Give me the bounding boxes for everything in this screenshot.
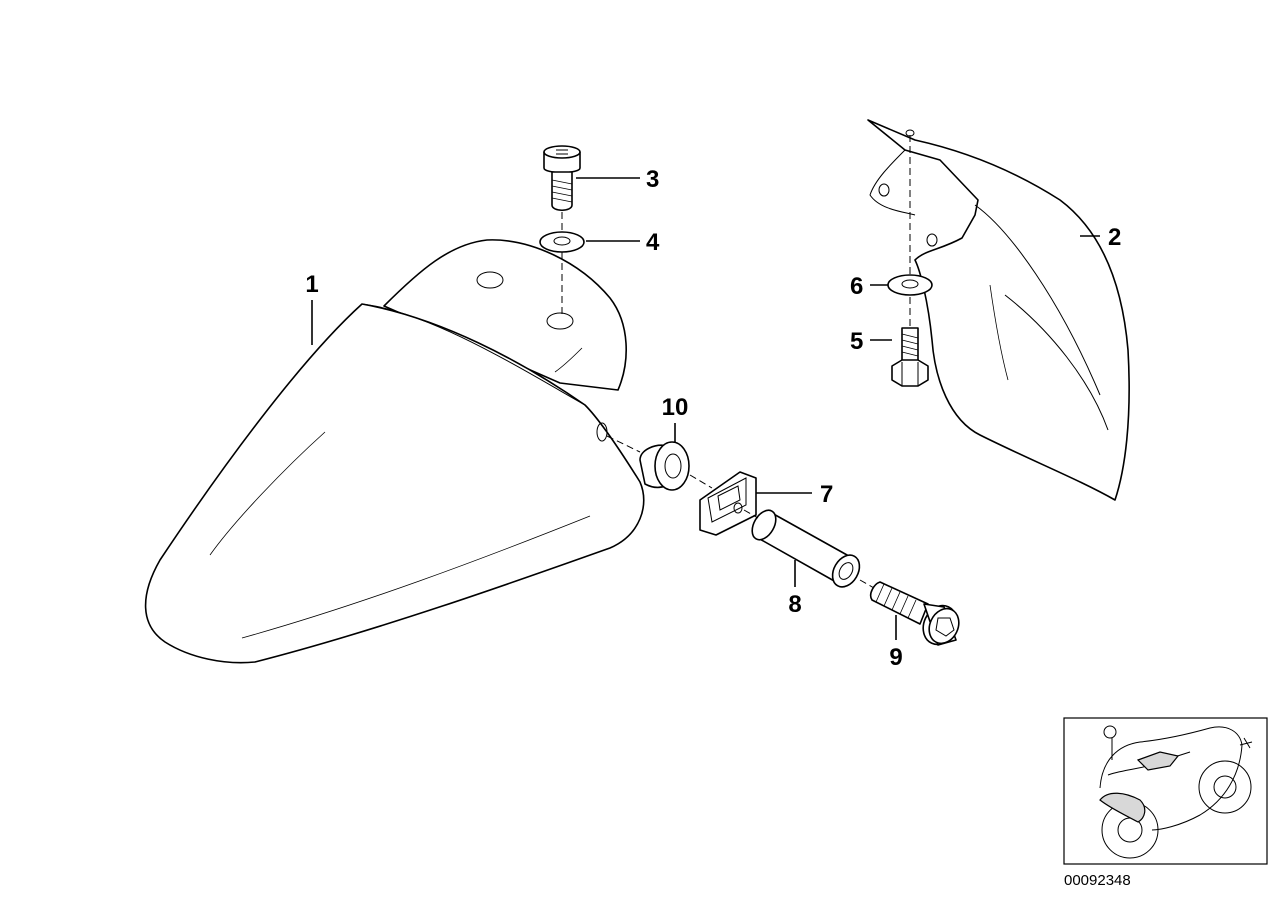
cap-screw-top-part <box>543 145 581 212</box>
callout-7: 7 <box>820 481 833 508</box>
callout-8: 8 <box>788 591 801 618</box>
callout-5: 5 <box>850 328 863 355</box>
leader-lines <box>311 177 1100 640</box>
splash-guard-part <box>867 119 1130 501</box>
callout-2: 2 <box>1108 224 1121 251</box>
callout-9: 9 <box>889 644 902 671</box>
cap-screw-right-part <box>869 581 960 646</box>
washer-right-part <box>887 274 933 296</box>
callout-1: 1 <box>305 271 318 298</box>
front-fender-part <box>144 239 645 664</box>
spacer-sleeve-part <box>751 509 861 588</box>
washer-top-part <box>539 231 585 253</box>
motorcycle-thumbnail <box>1063 717 1268 865</box>
callout-10: 10 <box>662 394 689 421</box>
hex-bolt-part <box>891 327 929 387</box>
callout-4: 4 <box>646 229 660 256</box>
callout-6: 6 <box>850 273 863 300</box>
assembly-lines <box>561 135 911 589</box>
callout-labels: 1 2 3 4 5 6 7 8 9 10 <box>305 166 1121 671</box>
diagram-id: 00092348 <box>1064 872 1131 889</box>
grommet-part <box>639 441 690 491</box>
callout-3: 3 <box>646 166 659 193</box>
clip-nut-part <box>699 471 757 536</box>
